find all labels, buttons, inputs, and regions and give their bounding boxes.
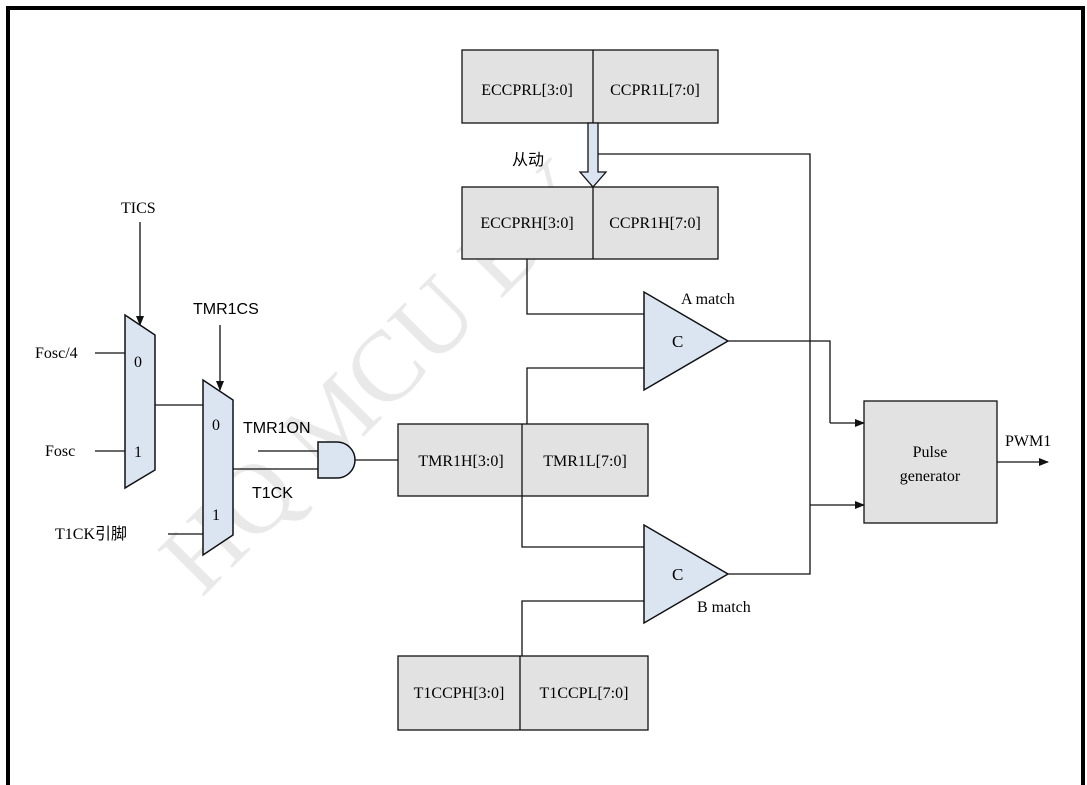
register-eccprl-ccpr1l: ECCPRL[3:0] CCPR1L[7:0]	[461, 49, 719, 124]
pulse-generator-box	[863, 400, 998, 524]
mux-tics-input-0: 0	[134, 354, 142, 371]
b-match-and-load-wire	[598, 153, 811, 575]
comparator-a-label: C	[672, 332, 683, 351]
mux-tmr1cs-input-1: 1	[212, 507, 220, 524]
load-block-arrow-icon	[578, 122, 608, 188]
mux-tics-shape	[124, 313, 156, 490]
mux-tics: 0 1	[124, 313, 156, 490]
fosc4-label: Fosc/4	[35, 345, 78, 362]
register-box-mid	[461, 186, 719, 260]
diagram-frame	[6, 6, 1085, 785]
register-box-timer	[397, 423, 649, 497]
b-match-label: B match	[697, 599, 751, 616]
mux-tmr1cs-shape	[202, 378, 234, 557]
comparator-b: C	[643, 523, 730, 625]
mux-tmr1cs-input-0: 0	[212, 417, 220, 434]
tics-label: TICS	[121, 200, 156, 217]
pwm1-label: PWM1	[1005, 433, 1051, 450]
ccpr1h-to-comparator-a-wire	[526, 259, 644, 315]
t1ccp-to-comparator-b-wire	[521, 600, 644, 656]
pulse-generator-label-line2: generator	[900, 468, 961, 485]
mux-tmr1cs: 0 1	[202, 378, 234, 557]
t1ck-pin-label: T1CK引脚	[55, 525, 127, 543]
register-t1ccph-label: T1CCPH[3:0]	[414, 685, 505, 702]
register-eccprh-label: ECCPRH[3:0]	[480, 215, 573, 232]
timer-to-comparator-b-wire	[521, 496, 644, 548]
fosc-label: Fosc	[45, 443, 75, 460]
register-t1ccph-t1ccpl: T1CCPH[3:0] T1CCPL[7:0]	[397, 655, 649, 731]
register-tmr1l-label: TMR1L[7:0]	[543, 453, 627, 470]
register-t1ccpl-label: T1CCPL[7:0]	[540, 685, 629, 702]
register-ccpr1h-label: CCPR1H[7:0]	[609, 215, 701, 232]
register-tmr1h-label: TMR1H[3:0]	[418, 453, 503, 470]
register-box-bottom	[397, 655, 649, 731]
timer-to-comparator-a-wire	[526, 367, 644, 424]
register-eccprl-label: ECCPRL[3:0]	[481, 82, 573, 99]
a-match-label: A match	[681, 291, 735, 308]
register-eccprh-ccpr1h: ECCPRH[3:0] CCPR1H[7:0]	[461, 186, 719, 260]
tmr1cs-label: TMR1CS	[193, 301, 259, 318]
comparator-b-label: C	[672, 565, 683, 584]
register-tmr1h-tmr1l: TMR1H[3:0] TMR1L[7:0]	[397, 423, 649, 497]
a-match-output-wire	[728, 340, 831, 423]
pulse-generator: Pulse generator	[863, 400, 998, 524]
comparator-b-shape	[643, 523, 730, 625]
slave-label: 从动	[512, 151, 544, 169]
register-ccpr1l-label: CCPR1L[7:0]	[610, 82, 700, 99]
comparator-a: C	[643, 290, 730, 392]
and-gate-shape	[317, 441, 356, 479]
comparator-a-shape	[643, 290, 730, 392]
t1ck-label: T1CK	[252, 485, 293, 502]
mux-tics-input-1: 1	[134, 444, 142, 461]
pulse-generator-label-line1: Pulse	[913, 444, 948, 461]
tmr1on-label: TMR1ON	[243, 420, 311, 437]
register-box-top	[461, 49, 719, 124]
